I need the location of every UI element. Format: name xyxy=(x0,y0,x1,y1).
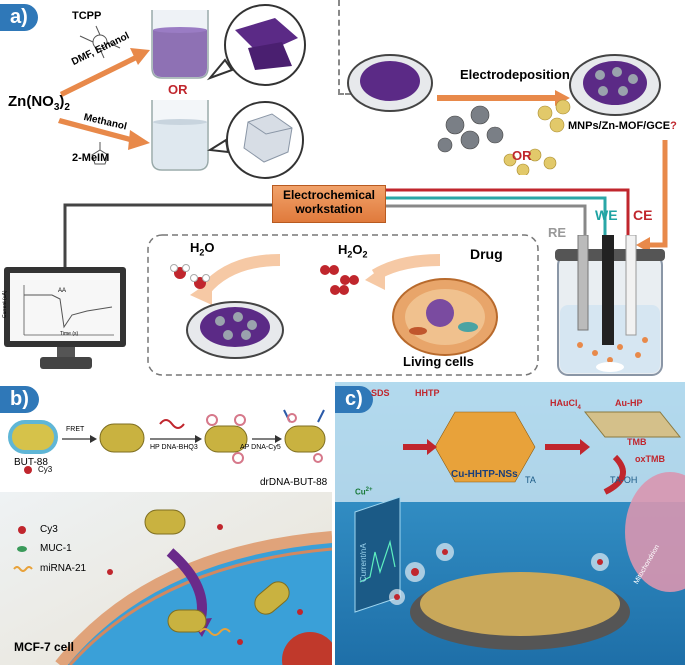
panel-a: a) xyxy=(0,0,677,376)
or-label-right: OR xyxy=(512,148,532,163)
bare-electrode-disk xyxy=(347,54,433,112)
panel-c-illustration xyxy=(335,382,685,665)
legend-cy3-dot xyxy=(18,526,26,534)
divider-vertical xyxy=(338,0,340,95)
bottom-synthesis-arrow xyxy=(58,118,150,150)
re-electrode xyxy=(577,235,589,331)
h2o2-label: H2O2 xyxy=(338,242,368,260)
meim-label: 2-MeIM xyxy=(72,152,110,164)
cy3-dot xyxy=(24,466,32,474)
synthesis-illustration xyxy=(58,4,306,179)
panel-a-label: a) xyxy=(0,4,38,31)
legend-muc1-label: MUC-1 xyxy=(40,543,72,554)
current-label: Current/nA xyxy=(359,543,368,582)
metal-nanoparticles xyxy=(437,105,504,153)
legend-mirna-label: miRNA-21 xyxy=(40,563,87,574)
but88-label: BUT-88 xyxy=(14,457,48,468)
living-cells-label: Living cells xyxy=(403,354,474,369)
monitor xyxy=(4,267,126,369)
legend-cy3-label: Cy3 xyxy=(40,524,58,535)
nucleus xyxy=(282,632,332,665)
cu-label: Cu2+ xyxy=(355,487,373,497)
workstation-label-2: workstation xyxy=(295,202,363,216)
electrode-disks xyxy=(347,54,661,175)
re-label: RE xyxy=(548,225,567,240)
tcpp-molecule-icon xyxy=(79,25,121,59)
oxtmb-label: oxTMB xyxy=(635,454,665,464)
nanosheets-label: Cu-HHTP-NSs xyxy=(451,469,518,480)
cy3-label: Cy3 xyxy=(38,465,53,474)
beaker-top xyxy=(151,10,209,79)
ce-electrode xyxy=(625,235,637,336)
gold-nanoparticles xyxy=(503,99,571,175)
workstation-label-1: Electrochemical xyxy=(282,188,376,202)
sds-label: SDS xyxy=(371,388,390,398)
to-cell-arrow xyxy=(650,140,668,248)
meim-molecule-icon xyxy=(91,142,109,165)
ta-label: TA xyxy=(525,475,536,485)
cell-environment xyxy=(0,492,332,665)
legend-muc1-icon xyxy=(17,546,27,552)
or-label-top: OR xyxy=(168,82,188,97)
h2o-label: H2O xyxy=(190,240,215,258)
top-synthesis-arrow xyxy=(60,48,150,97)
circuit-wires xyxy=(63,140,668,376)
process-dashed-box xyxy=(147,234,539,376)
catalysis-arrow xyxy=(603,454,626,495)
product-label: MNPs/Zn-MOF/GCE? xyxy=(568,120,677,132)
hp-dna-label: HP DNA-BHQ3 xyxy=(150,444,198,451)
nanosheet-bubble xyxy=(206,4,306,86)
plot-xlabel: Time (s) xyxy=(60,331,79,337)
plot-marker: AA xyxy=(58,288,67,294)
drug-label: Drug xyxy=(470,246,503,262)
assembly-scheme xyxy=(8,409,326,474)
sensing-electrode-disk xyxy=(186,301,284,359)
legend-mirna-icon xyxy=(13,566,33,572)
haucl4-label: HAuCl4 xyxy=(550,398,581,411)
process-illustration xyxy=(170,254,498,359)
we-electrode xyxy=(602,235,614,345)
drdna-label: drDNA-BUT-88 xyxy=(260,477,328,488)
ce-label: CE xyxy=(633,207,653,223)
tcpp-label: TCPP xyxy=(72,10,102,22)
we-label: WE xyxy=(595,207,618,223)
amperometric-curve xyxy=(24,294,113,329)
arrow-to-nanosheet xyxy=(403,439,437,455)
ap-dna-label: AP DNA-Cy5 xyxy=(240,444,281,451)
arrow-to-auhp xyxy=(545,439,590,455)
electrochemical-cell xyxy=(555,235,665,376)
water-molecules xyxy=(170,264,210,289)
ce-wire xyxy=(385,188,630,235)
divider-horizontal xyxy=(338,93,358,95)
panel-c-label: c) xyxy=(335,386,373,413)
re-wire xyxy=(385,204,587,235)
target-cell xyxy=(625,472,685,592)
modified-electrode-disk xyxy=(569,54,661,116)
monitor-wire xyxy=(63,203,275,270)
electrodeposition-label: Electrodeposition xyxy=(460,67,570,82)
au-hp-sheet xyxy=(583,411,682,438)
panel-c: c) SDS HHTP Cu2+ Cu-HHTP-NSs HAuCl4 Au-H… xyxy=(335,382,685,665)
cell-membrane xyxy=(60,537,332,665)
ta-oh-label: TA-OH xyxy=(610,475,638,485)
plot-ylabel: Current (uA) xyxy=(2,290,8,318)
zn-nitrate-label: Zn(NO3)2 xyxy=(8,93,70,113)
but88-particle xyxy=(8,420,58,454)
sensor-electrode-surface xyxy=(420,572,620,636)
panel-b-label: b) xyxy=(0,386,39,413)
panel-b: b) BUT-88 FRET Cy3 HP DNA-BHQ3 AP DNA-Cy… xyxy=(0,382,332,665)
workstation-box: Electrochemical workstation xyxy=(272,185,386,223)
fret-label: FRET xyxy=(66,426,85,433)
cell-label: MCF-7 cell xyxy=(14,640,75,654)
polyhedron-bubble xyxy=(207,101,304,179)
tmb-label: TMB xyxy=(627,437,647,447)
au-hp-label: Au-HP xyxy=(615,398,643,408)
electrodeposition-arrow xyxy=(437,90,570,106)
we-wire xyxy=(385,196,607,235)
living-cell xyxy=(392,278,498,356)
beaker-bottom xyxy=(151,100,209,171)
h2o2-molecules xyxy=(320,265,359,295)
hhtp-label: HHTP xyxy=(415,388,440,398)
product-arrow xyxy=(200,254,281,295)
